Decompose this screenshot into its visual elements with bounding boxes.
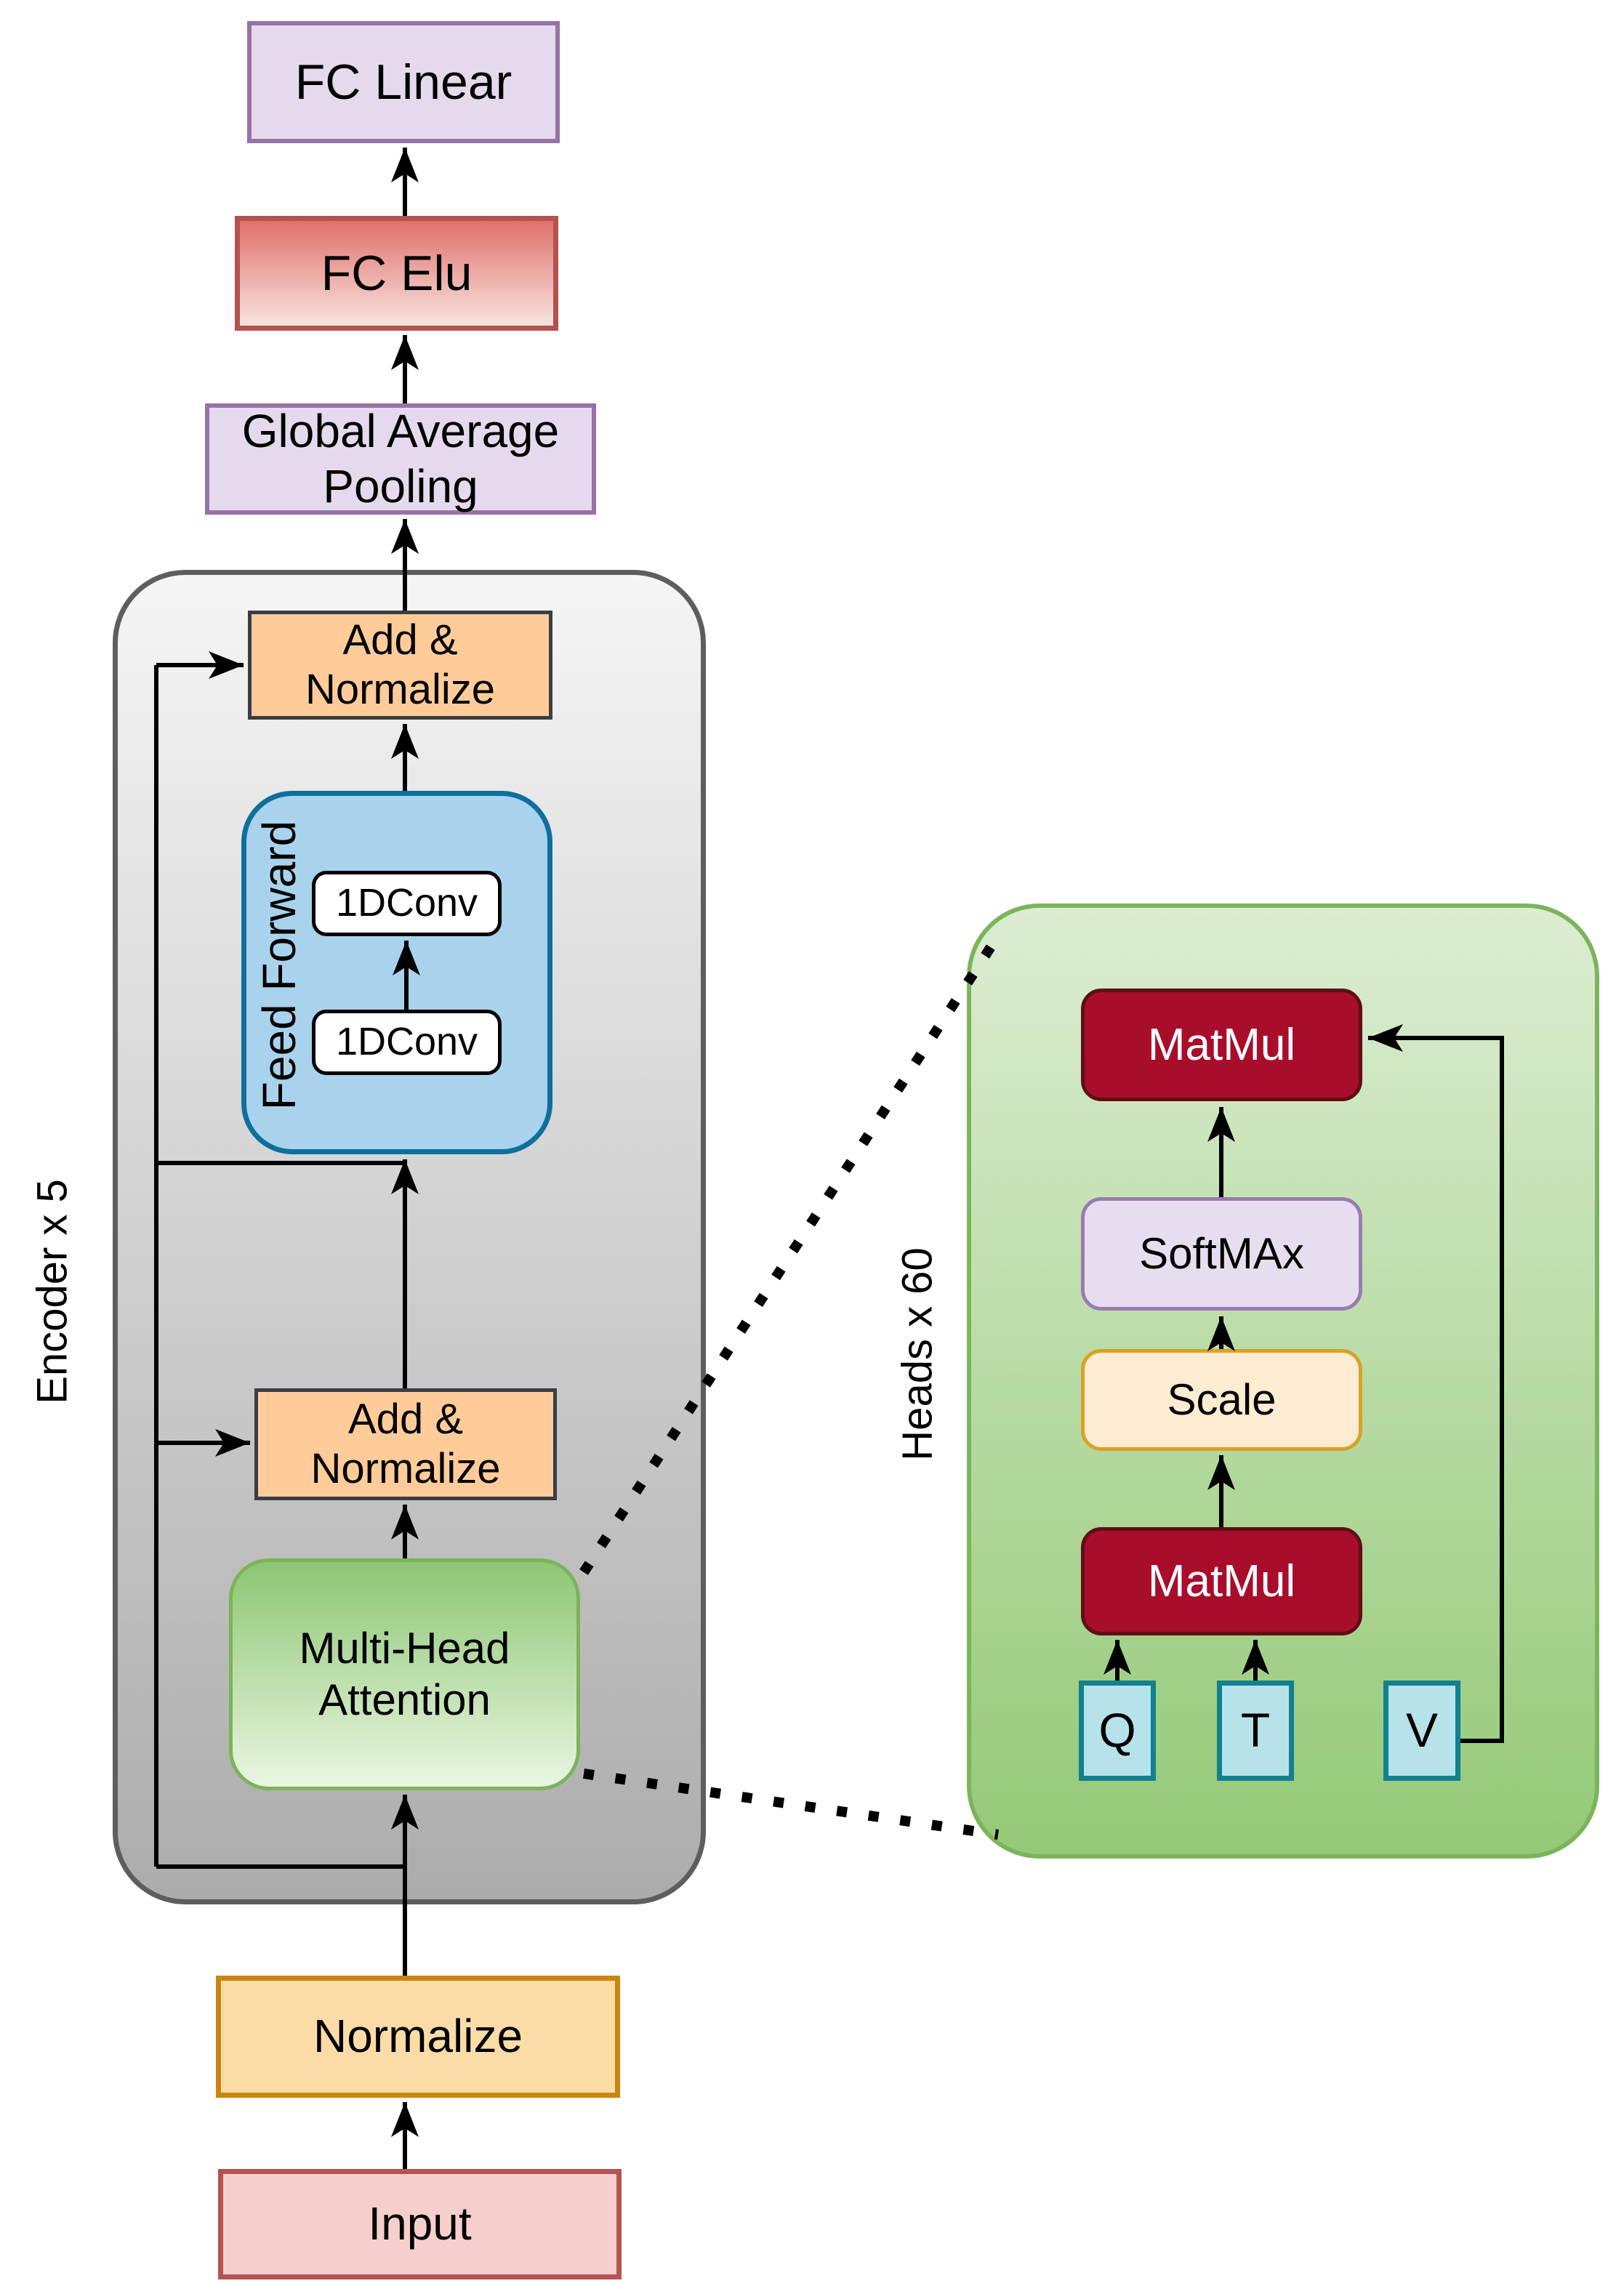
heads-group-label: Heads x 60	[893, 1247, 941, 1461]
conv1d-bottom-node: 1DConv	[312, 1010, 502, 1075]
value-node: V	[1383, 1681, 1460, 1781]
query-label: Q	[1098, 1703, 1136, 1758]
fc-elu-node: FC Elu	[235, 216, 558, 331]
add-normalize-bottom-label: Add & Normalize	[310, 1395, 501, 1492]
global-average-pooling-node: Global Average Pooling	[205, 403, 596, 515]
feed-forward-label: Feed Forward	[253, 820, 305, 1111]
softmax-node: SoftMAx	[1081, 1197, 1362, 1311]
matmul-top-node: MatMul	[1081, 989, 1362, 1101]
key-t-node: T	[1217, 1681, 1294, 1781]
multi-head-attention-label: Multi-Head Attention	[299, 1623, 510, 1724]
matmul-bottom-node: MatMul	[1081, 1527, 1362, 1635]
input-node: Input	[218, 2169, 622, 2279]
add-normalize-bottom-node: Add & Normalize	[254, 1388, 557, 1500]
fc-linear-node: FC Linear	[247, 21, 560, 143]
add-normalize-top-node: Add & Normalize	[248, 611, 552, 720]
softmax-label: SoftMAx	[1139, 1228, 1304, 1278]
matmul-top-label: MatMul	[1147, 1019, 1296, 1070]
add-normalize-top-label: Add & Normalize	[305, 616, 496, 713]
key-t-label: T	[1240, 1703, 1271, 1758]
encoder-group-label: Encoder x 5	[28, 1179, 76, 1404]
matmul-bottom-label: MatMul	[1147, 1555, 1296, 1606]
normalize-label: Normalize	[313, 2010, 523, 2063]
conv1d-top-node: 1DConv	[312, 871, 502, 936]
normalize-node: Normalize	[216, 1976, 620, 2098]
scale-label: Scale	[1167, 1375, 1277, 1424]
scale-node: Scale	[1081, 1349, 1362, 1451]
conv1d-top-label: 1DConv	[335, 881, 478, 925]
fc-linear-label: FC Linear	[294, 54, 512, 110]
conv1d-bottom-label: 1DConv	[335, 1020, 478, 1064]
multi-head-attention-node: Multi-Head Attention	[229, 1558, 580, 1790]
value-label: V	[1405, 1703, 1439, 1758]
query-node: Q	[1079, 1681, 1156, 1781]
global-average-pooling-label: Global Average Pooling	[241, 404, 560, 512]
fc-elu-label: FC Elu	[321, 245, 473, 301]
input-label: Input	[368, 2197, 472, 2250]
